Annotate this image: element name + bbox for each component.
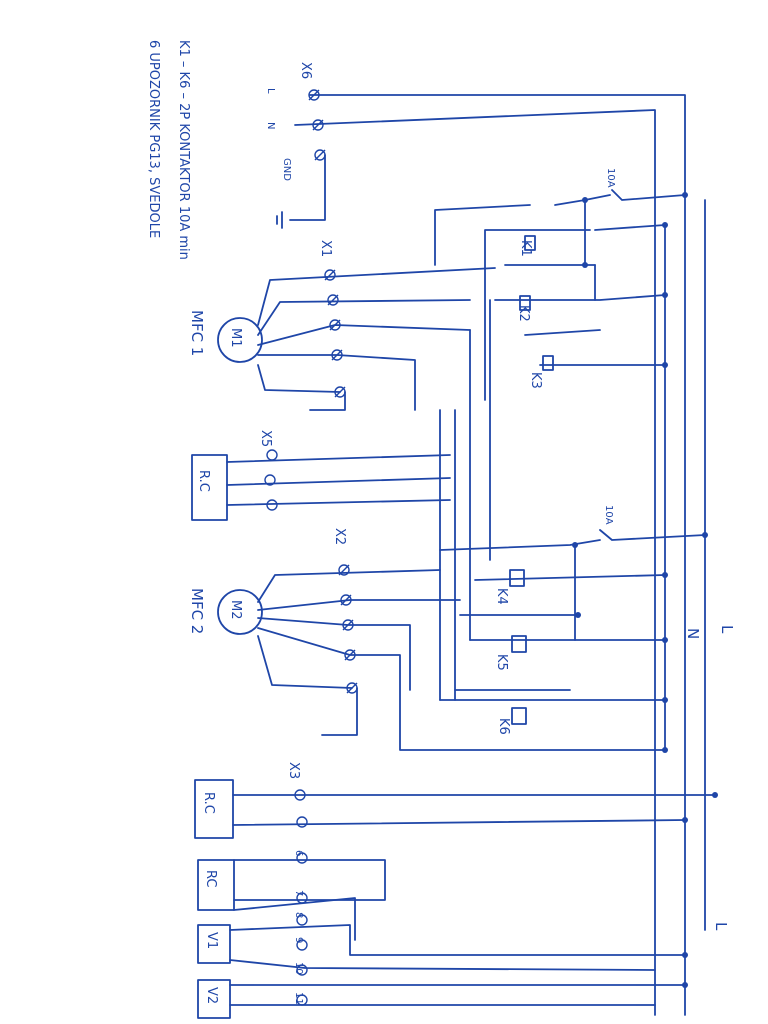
v1-load [197, 924, 231, 964]
x1-pins [324, 269, 346, 398]
svg-text:6: 6 [293, 850, 304, 856]
rc-load-3 [197, 859, 235, 911]
fuse-2-label: 10A [603, 505, 614, 525]
note-contactors: K1 – K6 – 2P KONTAKTOR 10A min [176, 40, 191, 260]
motor-m2: M2 [217, 589, 263, 635]
rail-n [294, 109, 656, 1016]
x3-label: X3 [286, 762, 301, 779]
k6-label: K6 [496, 718, 511, 735]
x1-label: X1 [318, 240, 333, 257]
svg-text:M2: M2 [228, 600, 243, 620]
contactor-group-1 [434, 194, 666, 401]
svg-text:V2: V2 [204, 987, 219, 1004]
x2-label: X2 [332, 528, 347, 545]
motor-m1: M1 [217, 317, 263, 363]
x6-wire-n: N [265, 122, 276, 129]
k2-label: K2 [516, 305, 531, 322]
svg-text:R.C: R.C [196, 470, 211, 492]
svg-text:11: 11 [293, 992, 304, 1005]
svg-text:R.C: R.C [201, 792, 216, 814]
supply-l-bottom: L [712, 922, 730, 931]
supply-n-label: N [684, 628, 702, 639]
bus-vertical [439, 299, 491, 701]
svg-text:8: 8 [293, 912, 304, 918]
svg-text:9: 9 [293, 937, 304, 943]
v2-load [197, 979, 231, 1019]
x5-label: X5 [258, 430, 273, 447]
k5-label: K5 [494, 654, 509, 671]
rc-load-2 [194, 779, 234, 839]
mfc2-title: MFC 2 [188, 588, 206, 634]
svg-text:10: 10 [293, 962, 304, 975]
bottom-pins [296, 852, 308, 1006]
note-upozornik: 6 UPOZORNIK PG13, SVEDOLE [146, 40, 161, 238]
supply-l-label: L [718, 625, 736, 634]
x6-wire-l: L [265, 88, 276, 94]
k3-label: K3 [528, 372, 543, 389]
svg-text:7: 7 [293, 890, 304, 896]
junctions [662, 192, 718, 988]
mfc1-title: MFC 1 [188, 310, 206, 356]
contactor-group-2 [439, 539, 666, 725]
rc-load-1 [191, 454, 228, 521]
k4-label: K4 [494, 588, 509, 605]
k1-label: K1 [518, 240, 533, 257]
svg-text:M1: M1 [228, 328, 243, 348]
svg-text:V1: V1 [204, 932, 219, 949]
svg-text:RC: RC [203, 870, 218, 887]
x5-pins [264, 449, 278, 511]
rail-l [309, 94, 686, 1016]
x2-pins [338, 564, 358, 694]
x6-gnd: GND [281, 158, 292, 181]
x6-label: X6 [298, 62, 313, 79]
fuse-1-label: 10A [605, 168, 616, 188]
